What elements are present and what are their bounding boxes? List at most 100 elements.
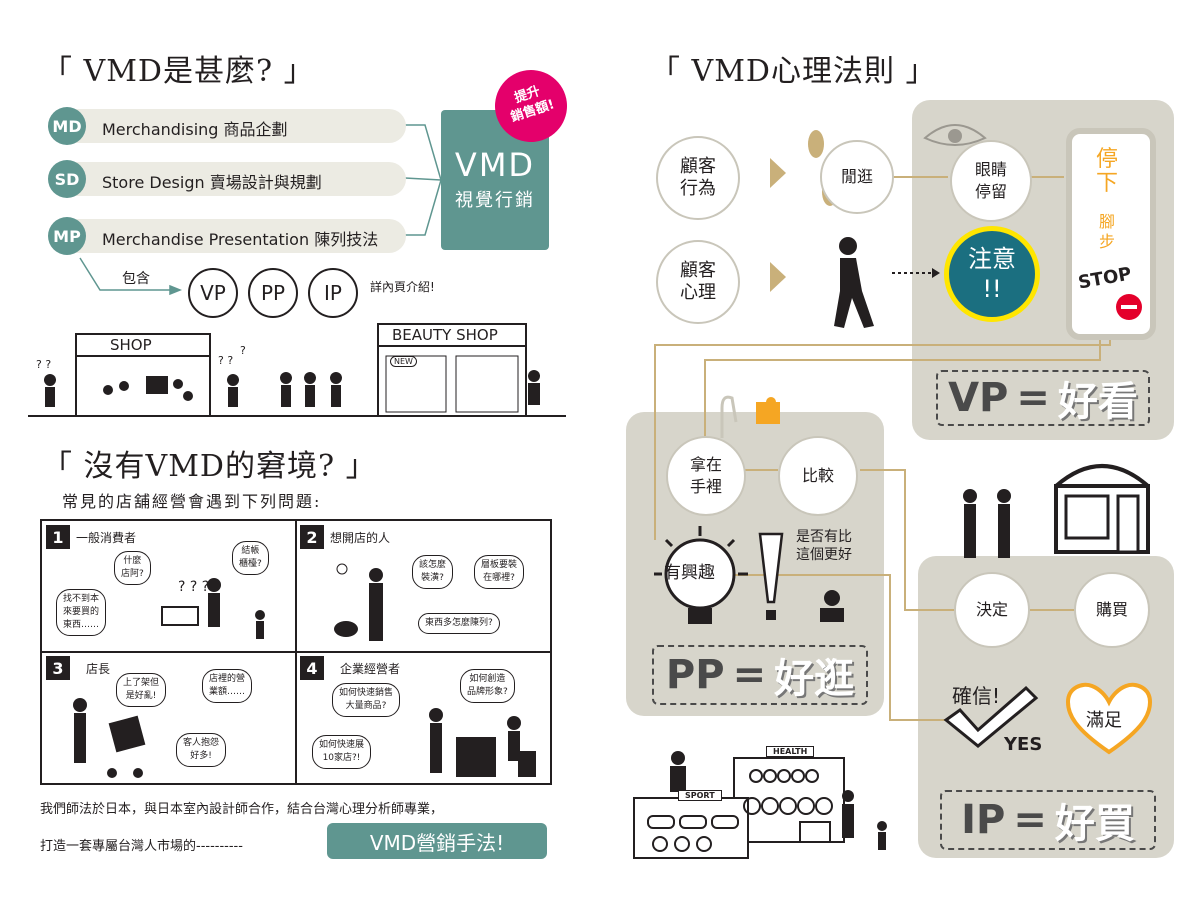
panel2-person [334, 563, 383, 641]
vmd-box-title: VMD [454, 146, 536, 184]
sd-label: Store Design 賣場設計與規劃 [102, 173, 322, 192]
vmd-marketing-button: VMD營銷手法! [327, 823, 547, 859]
better-question: 是否有比 這個更好 [796, 529, 852, 563]
md-pill [68, 109, 406, 143]
pp-abbr: PP [665, 652, 725, 698]
panel2-number: 2 [300, 525, 324, 549]
panel3-number: 3 [46, 656, 70, 680]
comic-grid: 1 一般消費者 什麼 店阿? 結帳 櫃檯? 找不到本 來要買的 東西…… ? ?… [40, 519, 552, 785]
panel3-staff [73, 698, 146, 778]
health-sign: HEALTH [766, 746, 815, 757]
stroll-circle: 閒逛 [820, 140, 894, 214]
ip-word: 好買 [1054, 801, 1135, 847]
no-entry-icon [1116, 294, 1142, 320]
thinking-person-icon [820, 590, 844, 622]
detail-note: 詳內頁介紹! [370, 280, 435, 294]
shop-sign: SHOP [110, 336, 152, 354]
panel1-shoppers: ? ? ? [161, 578, 265, 639]
pp-word: 好逛 [774, 656, 855, 702]
vp-circle: VP [188, 268, 238, 318]
panel4-meeting [429, 708, 536, 777]
buy-circle: 購買 [1074, 572, 1150, 648]
ip-equals: = [1013, 797, 1047, 843]
panel3-bubble3: 客人抱怨 好多! [176, 733, 227, 767]
behavior-circle: 顧客 行為 [656, 136, 740, 220]
vmd-title: 「 VMD是甚麼? 」 [42, 54, 315, 89]
panel3-caption: 店長 [86, 662, 111, 676]
store-shelves-illustration [633, 751, 887, 859]
pp-label-box: PP = 好逛 [652, 645, 868, 705]
beauty-shop-sign: BEAUTY SHOP [392, 326, 498, 344]
mp-label: Merchandise Presentation 陳列技法 [102, 230, 379, 249]
heart-icon [1065, 682, 1153, 755]
panel1-bubble3: 找不到本 來要買的 東西…… [56, 589, 107, 636]
vp-word: 好看 [1057, 379, 1138, 425]
interest-label: 有興趣 [664, 563, 715, 583]
vmd-box-subtitle: 視覺行銷 [455, 190, 535, 211]
panel1-number: 1 [46, 525, 70, 549]
vp-label-box: VP = 好看 [936, 370, 1150, 426]
dilemma-subtitle: 常見的店舖經營會遇到下列問題: [62, 492, 322, 511]
hand-puzzle-icon [720, 395, 780, 438]
exclamation-icon [758, 532, 784, 620]
psych-title: 「 VMD心理法則 」 [650, 54, 937, 89]
sign-stop-text: STOP [1076, 263, 1134, 294]
panel2-bubble1: 該怎麼 裝潢? [412, 555, 454, 589]
panel2-bubble2: 層板要裝 在哪裡? [474, 555, 525, 589]
satisfied-label: 滿足 [1086, 710, 1122, 731]
ip-circle: IP [308, 268, 358, 318]
panel4-bubble3: 如何快速展 10家店?! [312, 735, 372, 769]
lightbulb-icon [654, 526, 748, 624]
pp-circle: PP [248, 268, 298, 318]
new-tag: NEW [390, 356, 417, 367]
panel1-caption: 一般消費者 [76, 531, 137, 545]
ip-label-box: IP = 好買 [940, 790, 1156, 850]
include-label: 包含 [122, 271, 150, 287]
panel4-bubble1: 如何快速銷售 大量商品? [332, 683, 401, 717]
dilemma-title: 「 沒有VMD的窘境? 」 [42, 449, 377, 484]
compare-circle: 比較 [778, 436, 858, 516]
svg-text:? ? ?: ? ? ? [178, 579, 209, 595]
svg-text:? ?: ? ? [36, 358, 51, 371]
decide-circle: 決定 [954, 572, 1030, 648]
panel4-number: 4 [300, 656, 324, 680]
mp-pill [68, 219, 406, 253]
eye-stop-circle: 眼睛 停留 [950, 140, 1032, 222]
mp-badge: MP [48, 217, 86, 255]
checkmark-icon [943, 685, 1039, 748]
panel3-bubble1: 上了架但 是好亂! [116, 673, 167, 707]
pp-equals: = [732, 652, 767, 698]
md-label: Merchandising 商品企劃 [102, 120, 288, 139]
sport-sign: SPORT [678, 790, 722, 801]
svg-text:?: ? [240, 344, 246, 357]
panel4-bubble2: 如何創造 品牌形象? [460, 669, 515, 703]
ip-abbr: IP [961, 797, 1006, 843]
panel1-bubble1: 什麼 店阿? [114, 551, 151, 585]
panel2-caption: 想開店的人 [330, 531, 391, 545]
vp-abbr: VP [948, 375, 1009, 421]
panel1-bubble2: 結帳 櫃檯? [232, 541, 269, 575]
panel3-bubble2: 店裡的營 業額…… [202, 669, 253, 703]
panel2-bubble3: 東西多怎麼陳列? [418, 613, 500, 634]
attention-circle: 注意 !! [944, 226, 1040, 322]
footer-line1: 我們師法於日本，與日本室內設計師合作，結合台灣心理分析師專業， [40, 802, 444, 817]
md-badge: MD [48, 107, 86, 145]
confident-label: 確信! [952, 684, 1001, 708]
shop-illustration: ? ? ? ?? [28, 323, 566, 417]
svg-text:? ?: ? ? [218, 354, 233, 367]
sd-badge: SD [48, 160, 86, 198]
sd-pill [68, 162, 406, 196]
footer-line2: 打造一套專屬台灣人市場的---------- [40, 839, 243, 854]
stop-sign: 停下 腳步 STOP [1066, 128, 1156, 340]
walking-person-icon [834, 237, 874, 328]
sign-top: 停下 [1095, 147, 1118, 196]
psychology-circle: 顧客 心理 [656, 240, 740, 324]
panel4-caption: 企業經營者 [340, 662, 401, 676]
eye-icon [923, 124, 987, 146]
hold-circle: 拿在 手裡 [666, 436, 746, 516]
happy-couple-icon [963, 489, 1011, 558]
yes-label: YES [1004, 734, 1043, 755]
vp-equals: = [1016, 375, 1050, 421]
